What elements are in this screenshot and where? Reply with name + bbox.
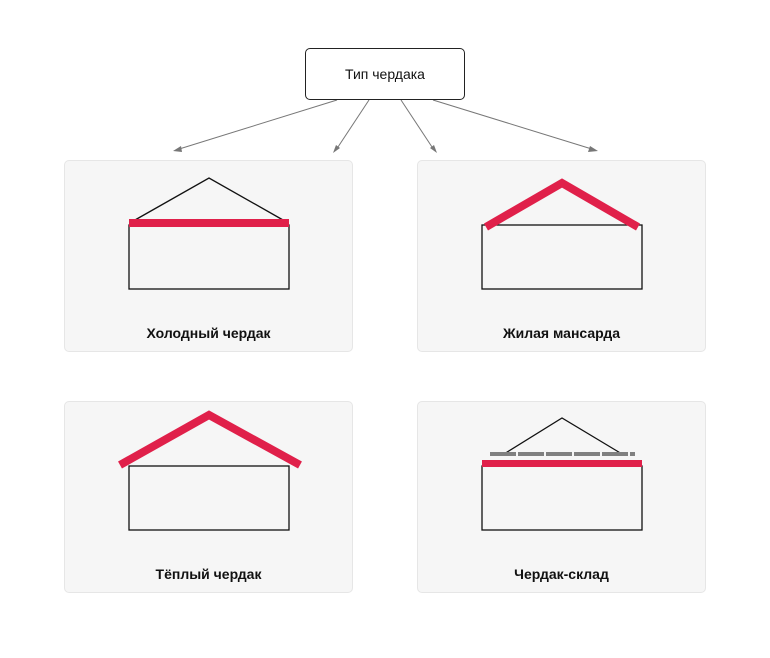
mansard-house-illustration [481, 178, 643, 290]
roof-insulation [483, 178, 641, 231]
arrowhead-warm [333, 145, 340, 153]
house-walls [128, 224, 290, 290]
cold-attic-house-illustration [128, 177, 290, 290]
arrow-to-mansard [400, 99, 435, 151]
house-walls [128, 465, 290, 531]
card-cold-attic: Холодный чердак [64, 160, 353, 352]
card-title-storage-attic: Чердак-склад [514, 566, 609, 582]
root-node-label: Тип чердака [345, 66, 425, 82]
arrow-to-warm [335, 99, 370, 151]
ceiling-insulation [482, 460, 642, 467]
ceiling-insulation [129, 219, 289, 227]
arrow-to-storage [432, 99, 596, 151]
roof-outline [503, 417, 623, 455]
roof-insulation [118, 410, 302, 469]
roof-outline [134, 177, 284, 221]
card-living-mansard: Жилая мансарда [417, 160, 706, 352]
root-node-attic-type: Тип чердака [305, 48, 465, 100]
house-walls [481, 465, 643, 531]
storage-attic-house-illustration [481, 417, 643, 531]
warm-attic-house-illustration [118, 410, 302, 531]
card-warm-attic: Тёплый чердак [64, 401, 353, 593]
card-title-warm-attic: Тёплый чердак [155, 566, 262, 582]
arrowhead-cold [173, 146, 182, 152]
house-walls [481, 224, 643, 290]
card-storage-attic: Чердак-склад [417, 401, 706, 593]
arrowhead-storage [588, 146, 598, 152]
arrowhead-mansard [430, 145, 437, 153]
card-title-cold-attic: Холодный чердак [146, 325, 271, 341]
arrow-to-cold [175, 99, 338, 151]
card-title-living-mansard: Жилая мансарда [502, 325, 621, 341]
